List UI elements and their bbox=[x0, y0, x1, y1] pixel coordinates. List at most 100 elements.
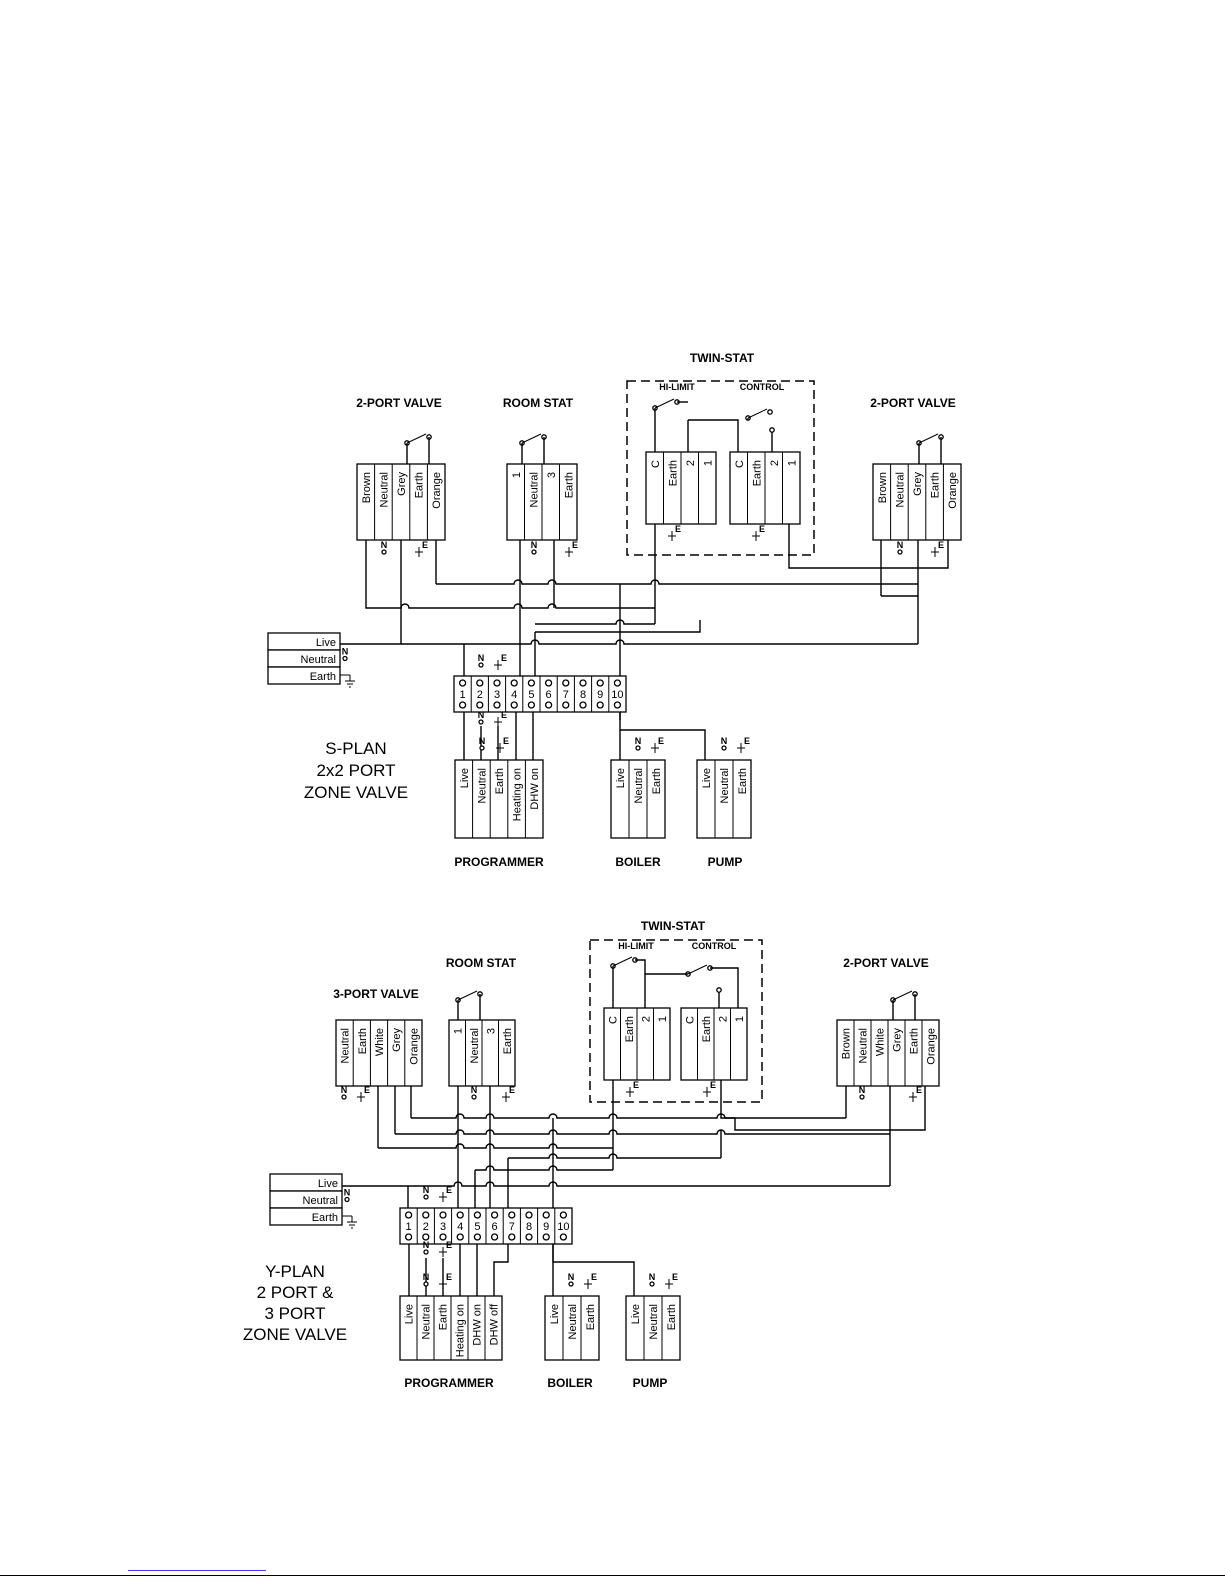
marks-strip-top-e-letter: E bbox=[446, 1185, 452, 1195]
block-pump-terminal: Earth bbox=[666, 1304, 678, 1330]
strip-s-plan-number: 9 bbox=[597, 689, 603, 701]
control-contact bbox=[716, 987, 722, 993]
block-twin-stat-hi-limit-terminal: 1 bbox=[702, 460, 714, 466]
block-3-port-valve-terminal: Earth bbox=[357, 1028, 369, 1054]
strip-y-plan-number: 10 bbox=[557, 1221, 569, 1233]
strip-y-plan-screw-bottom bbox=[473, 1233, 482, 1241]
page-bottom-rule bbox=[0, 1575, 1225, 1576]
marks-pump-n-circle bbox=[649, 1281, 655, 1287]
strip-y-plan-screw-bottom bbox=[559, 1233, 568, 1241]
y-plan-title-line: ZONE VALVE bbox=[243, 1325, 347, 1344]
marks-boiler-e-letter: E bbox=[591, 1272, 597, 1282]
marks-pump-n-letter: N bbox=[721, 736, 728, 746]
strip-y-plan-screw-bottom bbox=[422, 1233, 430, 1241]
marks-strip-bottom-n-letter: N bbox=[478, 710, 485, 720]
switch-hi-limit-lever bbox=[612, 956, 633, 967]
strip-y-plan-number: 9 bbox=[543, 1221, 549, 1233]
block-twin-stat-control-terminal: Earth bbox=[751, 460, 763, 486]
block-programmer-terminal: Live bbox=[404, 1304, 416, 1324]
marks-valve-right-n-letter: N bbox=[897, 540, 904, 550]
block-twin-stat-hi-limit-terminal: 2 bbox=[640, 1016, 652, 1022]
marks-2-port-valve-e-letter: E bbox=[916, 1085, 922, 1095]
wire-control-1-to-orange bbox=[788, 524, 949, 569]
block-twin-stat-hi-limit-terminal: 2 bbox=[685, 460, 697, 466]
marks-boiler-e-letter: E bbox=[658, 736, 664, 746]
block-2-port-valve-terminal: Grey bbox=[892, 1028, 904, 1052]
wire-live-bus bbox=[340, 639, 918, 645]
block-programmer-frame bbox=[454, 759, 544, 839]
wire-live-bus bbox=[342, 1181, 890, 1187]
wire-prog-dhw-off bbox=[493, 1244, 509, 1296]
block-pump-terminal: Earth bbox=[737, 768, 749, 794]
wire-pump-live bbox=[619, 712, 706, 760]
label-boiler: BOILER bbox=[615, 855, 661, 869]
block-room-stat-terminal: 3 bbox=[546, 472, 558, 478]
strip-s-plan-screw-bottom bbox=[493, 701, 501, 709]
strip-y-plan-screw-top bbox=[542, 1211, 550, 1219]
marks-valve-right-e-letter: E bbox=[938, 540, 944, 550]
block-programmer-terminal: DHW on bbox=[529, 768, 541, 810]
switch-valve-right-lever bbox=[918, 433, 939, 444]
marks-strip-top-e-letter: E bbox=[501, 653, 507, 663]
footer-link-line bbox=[128, 1570, 266, 1571]
strip-s-plan-screw-bottom bbox=[596, 701, 604, 709]
strip-y-plan-screw-top bbox=[456, 1211, 464, 1219]
strip-y-plan-screw-bottom bbox=[525, 1233, 533, 1241]
marks-pump-n-circle bbox=[721, 745, 727, 751]
wire-white-bus bbox=[378, 1143, 613, 1149]
block-3-port-valve-terminal: White bbox=[374, 1028, 386, 1056]
strip-y-plan-screw-top bbox=[525, 1211, 533, 1219]
strip-s-plan-number: 7 bbox=[563, 689, 569, 701]
block-twin-stat-hi-limit-terminal: C bbox=[650, 460, 662, 468]
marks-boiler-n-letter: N bbox=[635, 736, 642, 746]
strip-y-plan-screw-bottom bbox=[490, 1233, 499, 1241]
supply-s-plan-label: Live bbox=[316, 637, 336, 649]
block-3-port-valve-terminal: Neutral bbox=[340, 1028, 352, 1063]
strip-s-plan-screw-bottom bbox=[562, 701, 570, 709]
marks-room-stat-n-letter: N bbox=[531, 540, 538, 550]
marks-programmer-e-letter: E bbox=[503, 736, 509, 746]
twin-stat-frame bbox=[626, 380, 815, 556]
marks-pump-e-letter: E bbox=[672, 1272, 678, 1282]
block-pump-terminal: Live bbox=[701, 768, 713, 788]
block-2-port-valve-right-frame bbox=[872, 463, 962, 541]
strip-s-plan-number: 10 bbox=[611, 689, 623, 701]
block-boiler-frame bbox=[544, 1295, 600, 1361]
mark-control-earth-letter: E bbox=[710, 1080, 716, 1090]
strip-s-plan-number: 1 bbox=[460, 689, 466, 701]
label-control: CONTROL bbox=[740, 382, 785, 392]
strip-y-plan-screw-bottom bbox=[404, 1233, 413, 1241]
strip-y-plan-screw-top bbox=[404, 1211, 413, 1219]
strip-y-plan-number: 3 bbox=[440, 1221, 446, 1233]
switch-hi-limit-lever bbox=[654, 398, 675, 409]
label-2-port-valve-left: 2-PORT VALVE bbox=[356, 396, 442, 410]
strip-y-plan-screw-bottom bbox=[508, 1233, 516, 1241]
y-plan-title-line: 3 PORT bbox=[264, 1304, 325, 1323]
block-programmer-terminal: Neutral bbox=[421, 1304, 433, 1339]
block-room-stat-terminal: Earth bbox=[563, 472, 575, 498]
s-plan-title-line: ZONE VALVE bbox=[304, 783, 408, 802]
mark-hi-limit-earth-letter: E bbox=[633, 1080, 639, 1090]
strip-s-plan-screw-top bbox=[510, 679, 518, 687]
wire-twin-route bbox=[475, 1165, 613, 1171]
block-programmer-terminal: Earth bbox=[494, 768, 506, 794]
supply-y-plan-neutral-mark-letter: N bbox=[344, 1188, 351, 1198]
block-room-stat-terminal: 1 bbox=[452, 1028, 464, 1034]
block-twin-stat-control-terminal: C bbox=[734, 460, 746, 468]
label-control: CONTROL bbox=[692, 941, 737, 951]
block-twin-stat-control-terminal: 1 bbox=[786, 460, 798, 466]
block-boiler-terminal: Neutral bbox=[567, 1304, 579, 1339]
strip-y-plan-screw-top bbox=[490, 1211, 499, 1219]
marks-valve-right-n-circle bbox=[897, 549, 903, 555]
marks-3-port-valve-n-letter: N bbox=[341, 1085, 348, 1095]
